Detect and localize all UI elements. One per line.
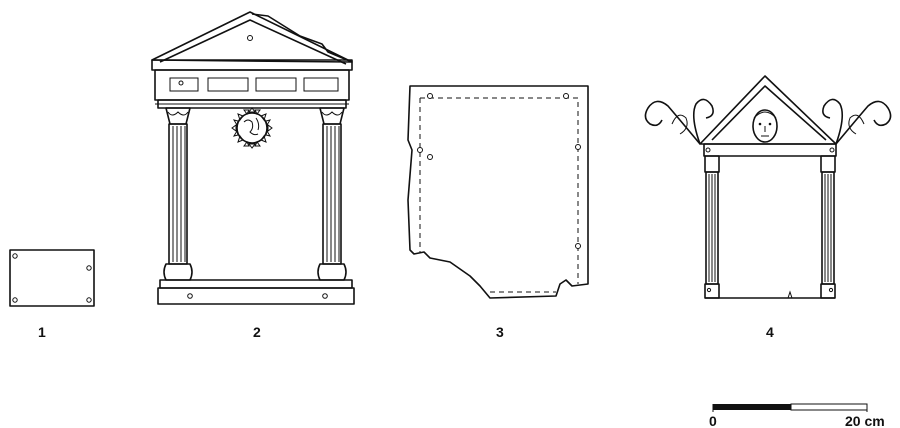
object-3-fragment-plaque xyxy=(407,85,589,299)
object-4-aedicula-plaque xyxy=(644,75,892,299)
scale-bar-end-label: 20 cm xyxy=(845,413,885,428)
object-1-plain-plaque xyxy=(9,249,95,307)
figure-label-2: 2 xyxy=(253,324,261,340)
roundel-sun-motif xyxy=(231,107,273,149)
object-2-temple-plaque xyxy=(151,11,355,305)
pediment-head-motif xyxy=(752,109,778,143)
scale-bar-start-label: 0 xyxy=(709,413,717,428)
figure-label-3: 3 xyxy=(496,324,504,340)
figure-label-4: 4 xyxy=(766,324,774,340)
scale-bar: 0 20 cm xyxy=(709,403,885,428)
figure-label-1: 1 xyxy=(38,324,46,340)
